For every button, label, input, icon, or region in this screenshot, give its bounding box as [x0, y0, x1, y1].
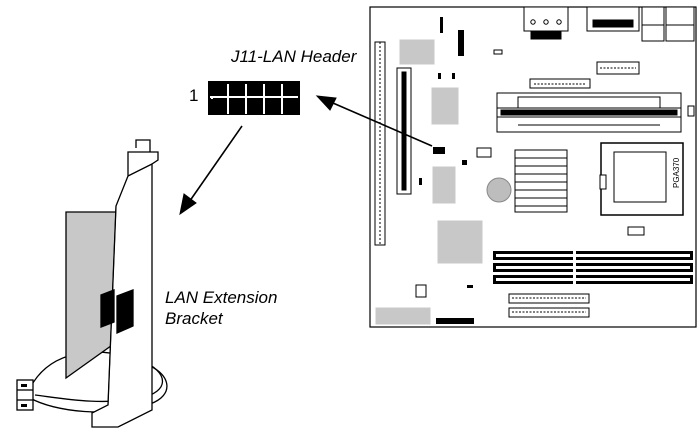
battery	[486, 177, 512, 203]
j11-header-on-board	[433, 147, 445, 154]
heatsink	[514, 149, 568, 213]
dimm-slots	[493, 251, 693, 284]
chip-top-left	[399, 39, 435, 65]
arrow-board-to-header	[315, 95, 433, 147]
socket-label: PGA370	[672, 157, 681, 188]
chip-northbridge	[437, 220, 483, 264]
cable-connector	[16, 379, 34, 411]
arrow-header-to-bracket	[179, 125, 243, 216]
chip-middle-1	[431, 87, 459, 125]
lan-extension-bracket	[16, 139, 168, 428]
rear-connector-audio	[523, 6, 569, 32]
bracket-label: LAN Extension Bracket	[165, 287, 277, 329]
rear-connector-ps2	[665, 6, 695, 26]
cpu-socket	[599, 142, 684, 216]
bracket-label-line2: Bracket	[165, 309, 223, 328]
j11-header-enlarged	[208, 81, 300, 115]
chip-bottom-left	[375, 307, 431, 325]
bracket-plate	[91, 151, 159, 428]
bracket-label-line1: LAN Extension	[165, 288, 278, 307]
rear-connector-usb	[641, 6, 665, 26]
pin-one-label: 1	[189, 86, 199, 105]
motherboard: PGA370	[369, 6, 697, 328]
j11-header-label: J11-LAN Header	[231, 47, 357, 66]
rj45-port	[100, 289, 115, 328]
chip-middle-2	[432, 166, 456, 204]
